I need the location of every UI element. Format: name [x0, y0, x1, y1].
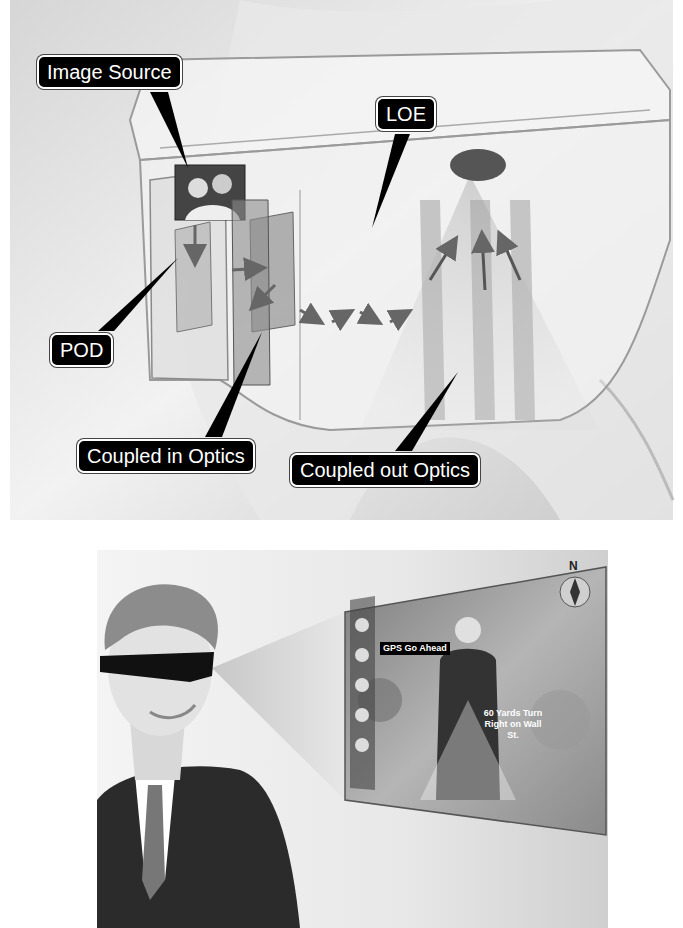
light-arrow [253, 285, 275, 307]
callout-text: POD [60, 339, 103, 361]
screen-text: 60 Yards Turn Right on Wall St. [478, 708, 548, 740]
loe-edge [299, 190, 301, 420]
callout-pointer [98, 258, 178, 331]
callout-text: Coupled in Optics [87, 445, 245, 467]
callout-label: Coupled in Optics [77, 439, 255, 473]
callout-label: Coupled out Optics [290, 453, 480, 487]
pedestrian-head [455, 617, 481, 643]
callout-label: Image Source [37, 55, 182, 89]
light-arrow [232, 268, 262, 270]
menu-icon [355, 678, 369, 692]
callout-pointer [372, 134, 410, 228]
picture-face [188, 178, 208, 198]
light-arrow [300, 310, 320, 322]
light-arrow [194, 225, 197, 262]
menu-icon [355, 738, 369, 752]
screen-text: GPS Go Ahead [380, 642, 450, 655]
callout-text: Image Source [47, 61, 172, 83]
callout-text: LOE [386, 103, 426, 125]
light-arrow [360, 312, 378, 322]
menu-icon [355, 618, 369, 632]
screen-text: N [569, 559, 578, 573]
background [97, 550, 608, 928]
lens-element [175, 222, 212, 332]
callout-label: LOE [376, 97, 436, 131]
compass-needle [570, 578, 580, 606]
jaw-line [600, 380, 673, 500]
light-arrow [430, 240, 455, 280]
callout-pointer [395, 372, 458, 451]
light-arrow [332, 312, 350, 322]
callout-label: POD [50, 333, 113, 367]
light-arrow [390, 312, 408, 322]
menu-icon [355, 648, 369, 662]
suit [97, 766, 300, 928]
tie [142, 785, 165, 900]
hair [105, 584, 218, 650]
light-arrow [482, 235, 485, 290]
compass [560, 577, 590, 607]
menu-icon [355, 708, 369, 722]
virtual-screen [345, 567, 606, 835]
light-fan [360, 175, 600, 430]
callout-pointer [150, 92, 188, 168]
light-arrow [500, 235, 520, 280]
glasses-lens [140, 120, 670, 430]
smile [150, 705, 195, 718]
background [10, 0, 673, 520]
callout-pointer [205, 332, 262, 437]
eye [450, 149, 506, 181]
picture-face [212, 174, 232, 194]
glasses [100, 652, 214, 682]
callout-text: Coupled out Optics [300, 459, 470, 481]
menu-bar [350, 596, 375, 790]
